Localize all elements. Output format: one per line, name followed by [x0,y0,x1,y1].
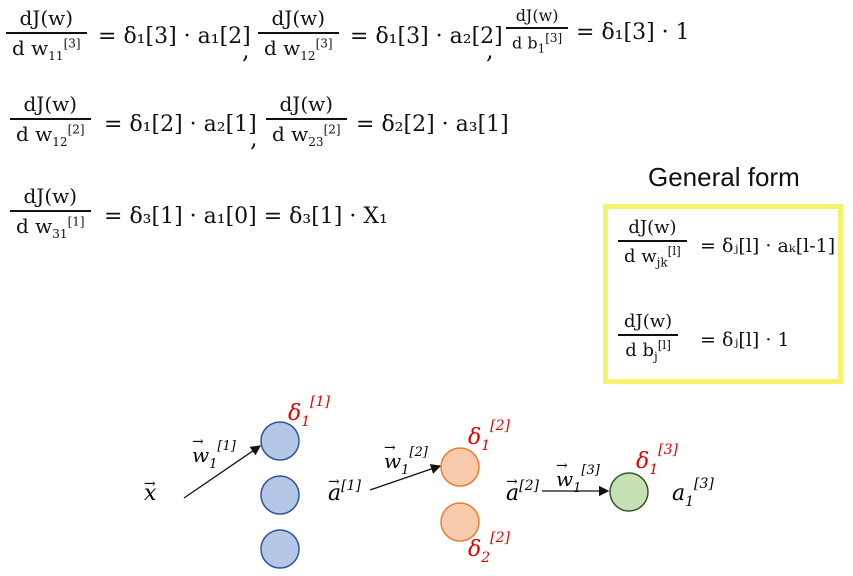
eq5-den: d w23[2] [272,121,341,149]
eq6-den: d w31[1] [16,213,85,241]
fraction-bar [10,210,91,212]
general-form-box: dJ(w) d wjk[l] = δⱼ[l] · aₖ[l-1] dJ(w) d… [603,204,843,384]
eq3-lhs: dJ(w) d b1[3] [506,6,569,56]
eq6-rhs: = δ₃[1] · a₁[0] = δ₃[1] · X₁ [104,204,388,229]
eq3-den: d b1[3] [512,30,563,56]
vector-arrow-icon: → [556,458,568,474]
w2-label: w1[2] [384,445,429,478]
w3-label: w1[3] [556,463,601,496]
vector-arrow-icon: → [192,434,204,450]
vector-arrow-icon: → [506,474,518,490]
fraction-bar [506,27,569,29]
fraction-bar [266,118,347,120]
eq4-num: dJ(w) [23,92,78,116]
fraction-bar [618,334,679,336]
eq5-num: dJ(w) [279,92,334,116]
general-eq2-lhs: dJ(w) d bj[l] [618,311,679,364]
general-eq2-rhs: = δⱼ[l] · 1 [700,329,790,351]
layer1-neuron-3 [260,529,300,569]
general-eq1-lhs: dJ(w) d wjk[l] [618,217,687,269]
eq2-den: d w12[3] [264,35,333,63]
eq3-num: dJ(w) [515,6,559,25]
delta-layer1-label: δ1[1] [288,394,331,430]
fraction-bar [10,118,91,120]
w1-label: w1[1] [192,439,237,472]
layer2-neuron-1 [440,447,480,487]
fraction-bar [258,32,339,34]
general-eq1-den: d wjk[l] [624,243,681,270]
output-a3-label: a1[3] [672,476,714,510]
delta-layer3-label: δ1[3] [636,442,679,478]
eq2-rhs: = δ₁[3] · a₂[2] [350,24,503,49]
general-eq1-rhs: = δⱼ[l] · aₖ[l-1] [700,235,836,257]
eq4-den: d w12[2] [16,121,85,149]
layer1-neuron-2 [260,475,300,515]
delta-layer2-2-label: δ2[2] [468,530,511,566]
eq1-num: dJ(w) [19,6,74,30]
weight-arrow-2 [369,464,442,491]
eq5-rhs: = δ₂[2] · a₃[1] [356,112,509,137]
vector-arrow-icon: → [384,440,396,456]
fraction-bar [618,240,687,242]
eq1-den: d w11[3] [12,35,81,63]
a2-label: a[2] [506,478,539,506]
comma-separator: , [486,36,494,64]
eq4-lhs: dJ(w) d w12[2] [10,92,91,149]
layer1-neuron-1 [260,421,300,461]
weight-arrow-1 [183,445,262,499]
eq3-rhs: = δ₁[3] · 1 [576,20,690,45]
layer2-neuron-2 [440,502,480,542]
eq6-lhs: dJ(w) d w31[1] [10,184,91,241]
comma-separator: , [242,36,250,64]
comma-separator: , [250,124,258,152]
eq4-rhs: = δ₁[2] · a₂[1] [104,112,257,137]
vector-arrow-icon: → [328,474,340,490]
eq1-rhs: = δ₁[3] · a₁[2] [98,24,251,49]
general-eq1-num: dJ(w) [628,217,677,238]
delta-layer2-1-label: δ1[2] [468,418,511,454]
eq2-lhs: dJ(w) d w12[3] [258,6,339,63]
eq2-num: dJ(w) [271,6,326,30]
fraction-bar [6,32,87,34]
eq1-lhs: dJ(w) d w11[3] [6,6,87,63]
general-eq2-num: dJ(w) [624,311,673,332]
general-form-title: General form [648,162,800,192]
general-eq2-den: d bj[l] [625,337,671,364]
layer3-neuron-1 [609,472,649,512]
input-x-label: x [144,481,157,506]
vector-arrow-icon: → [144,476,156,492]
a1-label: a[1] [328,478,361,506]
eq6-num: dJ(w) [23,184,78,208]
eq5-lhs: dJ(w) d w23[2] [266,92,347,149]
